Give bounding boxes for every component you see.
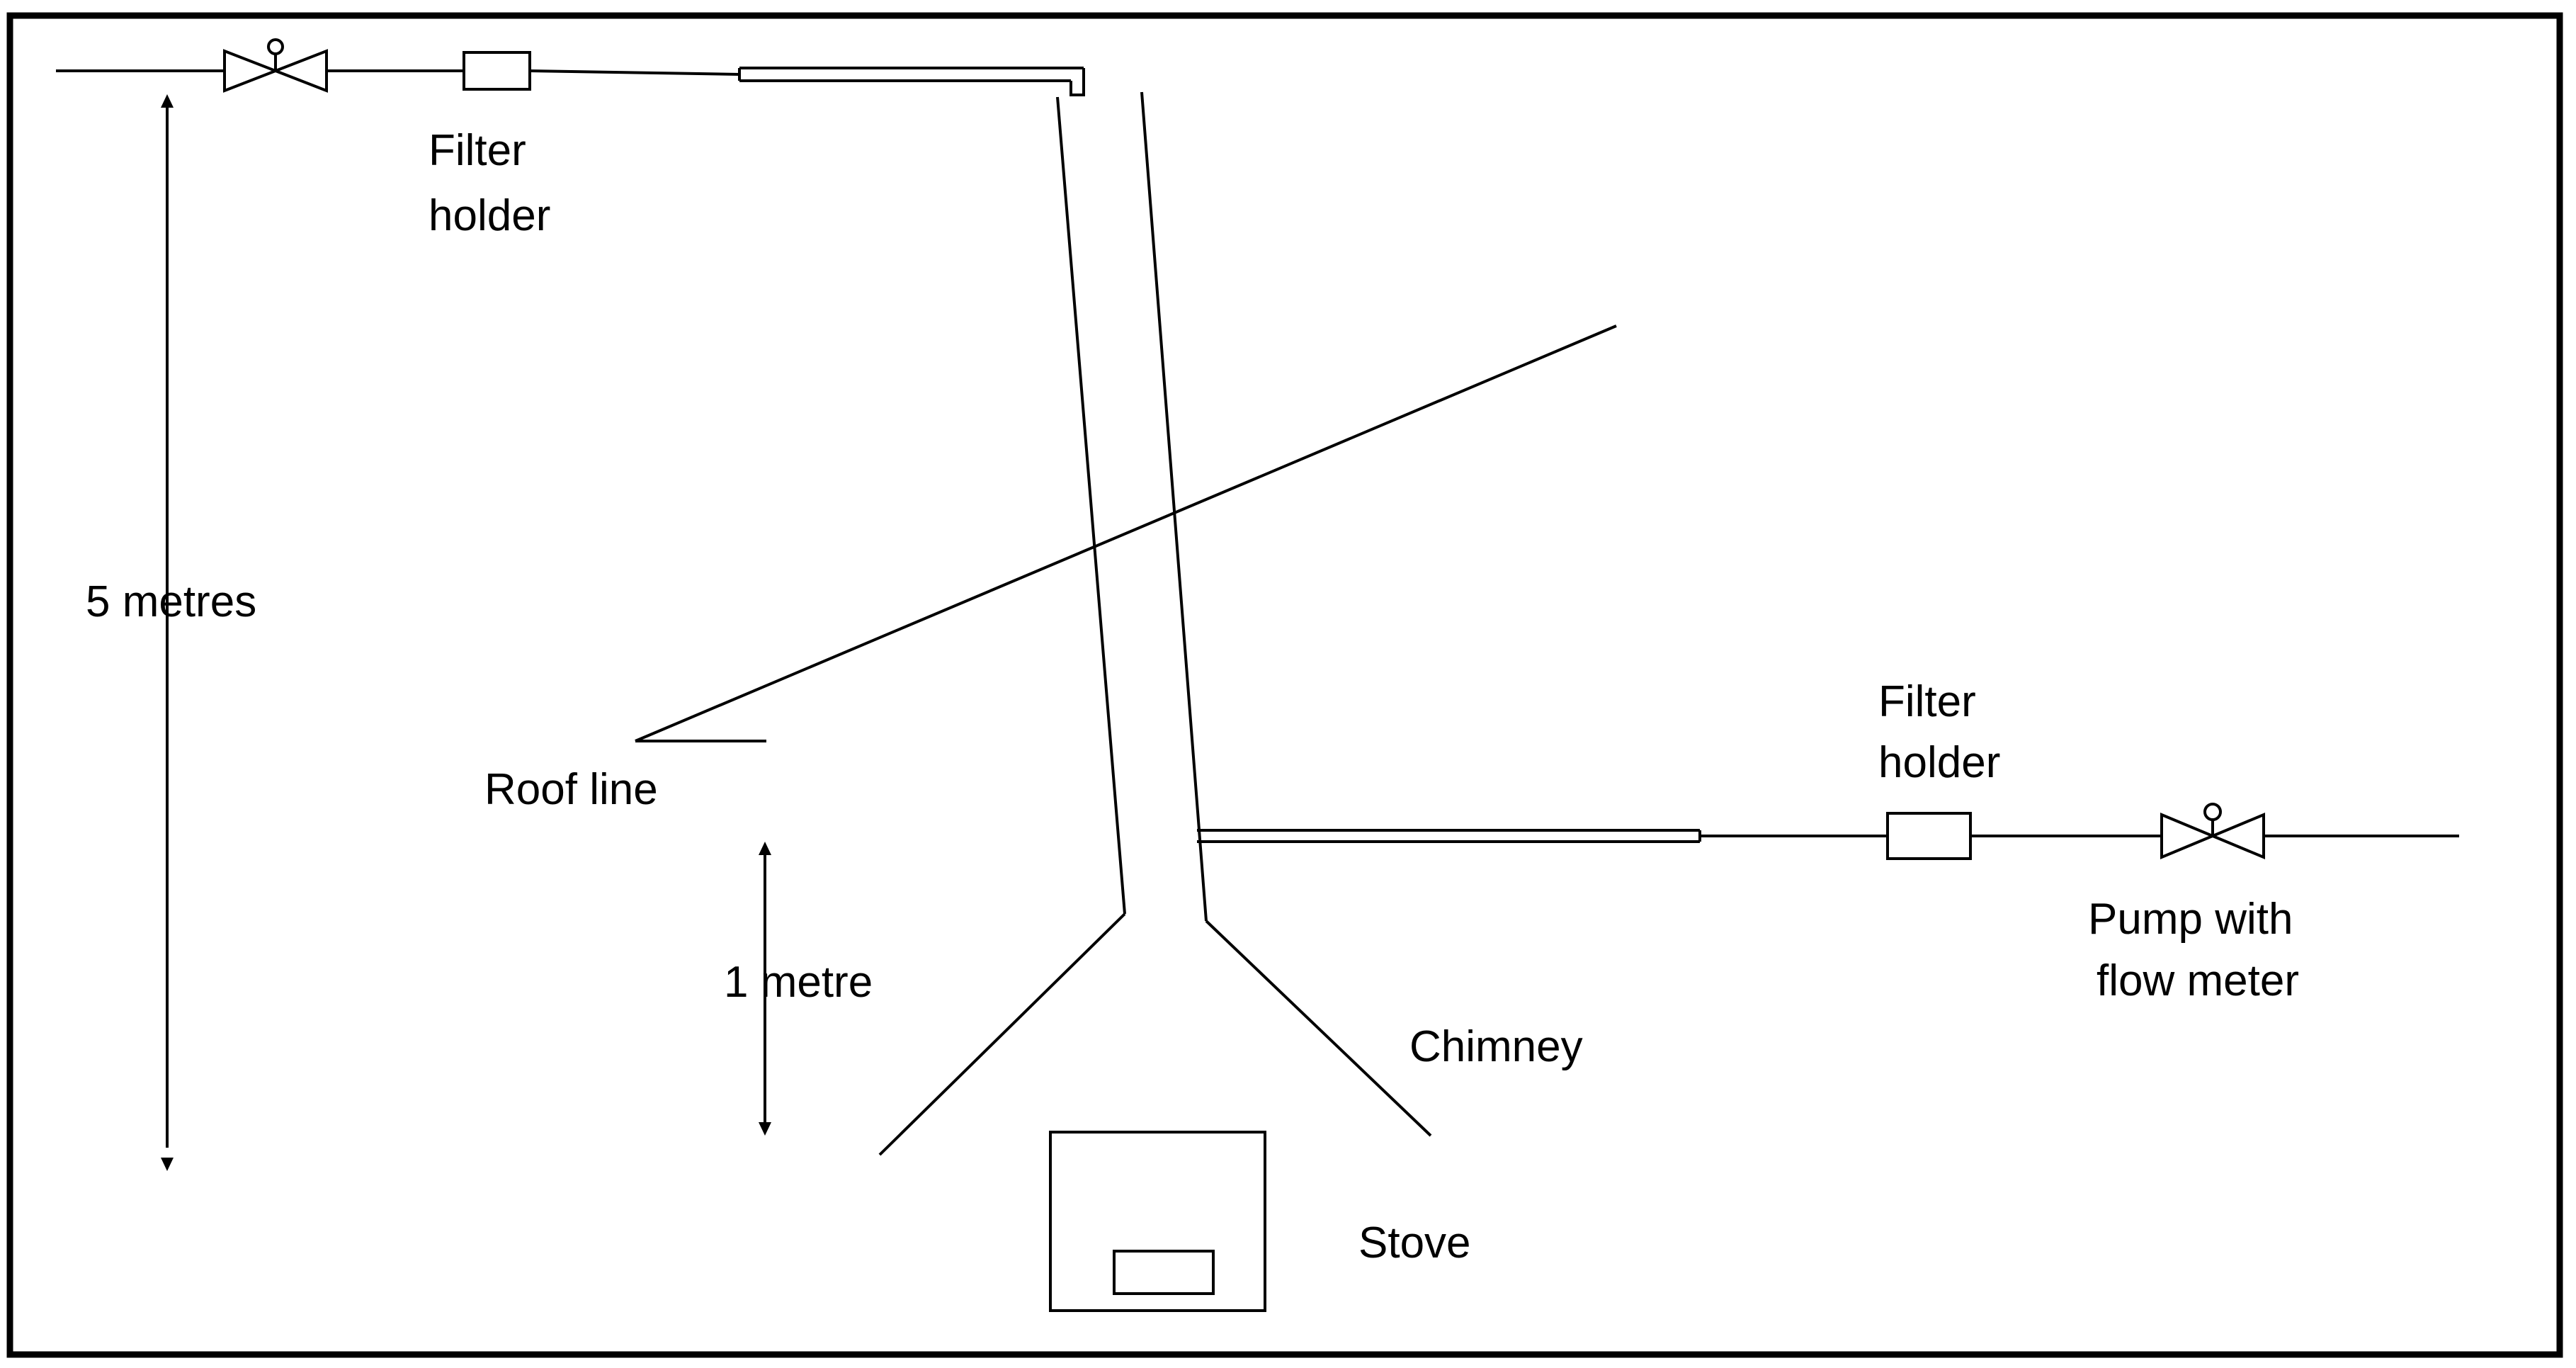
pump-label-line1: Pump with: [2088, 895, 2293, 944]
chimney: [878, 91, 1432, 1156]
pump-label-line2: flow meter: [2096, 956, 2299, 1005]
diagram-frame: [6, 12, 2563, 1358]
top-filter-holder: [463, 51, 531, 91]
roof-line: [635, 324, 1617, 742]
arrow-down-icon: [759, 1122, 771, 1136]
top-probe-tube: [738, 67, 1085, 96]
five-metres-label: 5 metres: [86, 577, 256, 626]
arrow-up-icon: [161, 94, 174, 108]
top-valve-icon: [223, 38, 328, 93]
one-metre-dimension: [759, 842, 771, 1136]
five-metre-dimension: [161, 94, 174, 1171]
filter-holder-right-label-line1: Filter: [1878, 677, 1976, 726]
side-probe-tube: [1197, 829, 1701, 843]
top-sampling-line: [56, 38, 1085, 96]
filter-holder-top-label-line1: Filter: [429, 126, 526, 175]
pump-valve-icon: [2160, 803, 2265, 859]
side-sampling-line: [1197, 803, 2459, 860]
stove-label: Stove: [1358, 1219, 1471, 1267]
top-line-segment-3: [529, 69, 740, 76]
filter-holder-top-label-line2: holder: [429, 191, 550, 240]
one-metre-label: 1 metre: [724, 958, 873, 1007]
side-filter-holder: [1886, 812, 1972, 860]
filter-holder-right-label-line2: holder: [1878, 738, 2000, 787]
stove: [1049, 1131, 1266, 1312]
roof-line-label: Roof line: [484, 765, 658, 814]
stove-door: [1113, 1250, 1215, 1295]
arrow-down-icon: [161, 1158, 174, 1171]
arrow-up-icon: [759, 842, 771, 855]
chimney-label: Chimney: [1409, 1022, 1583, 1071]
